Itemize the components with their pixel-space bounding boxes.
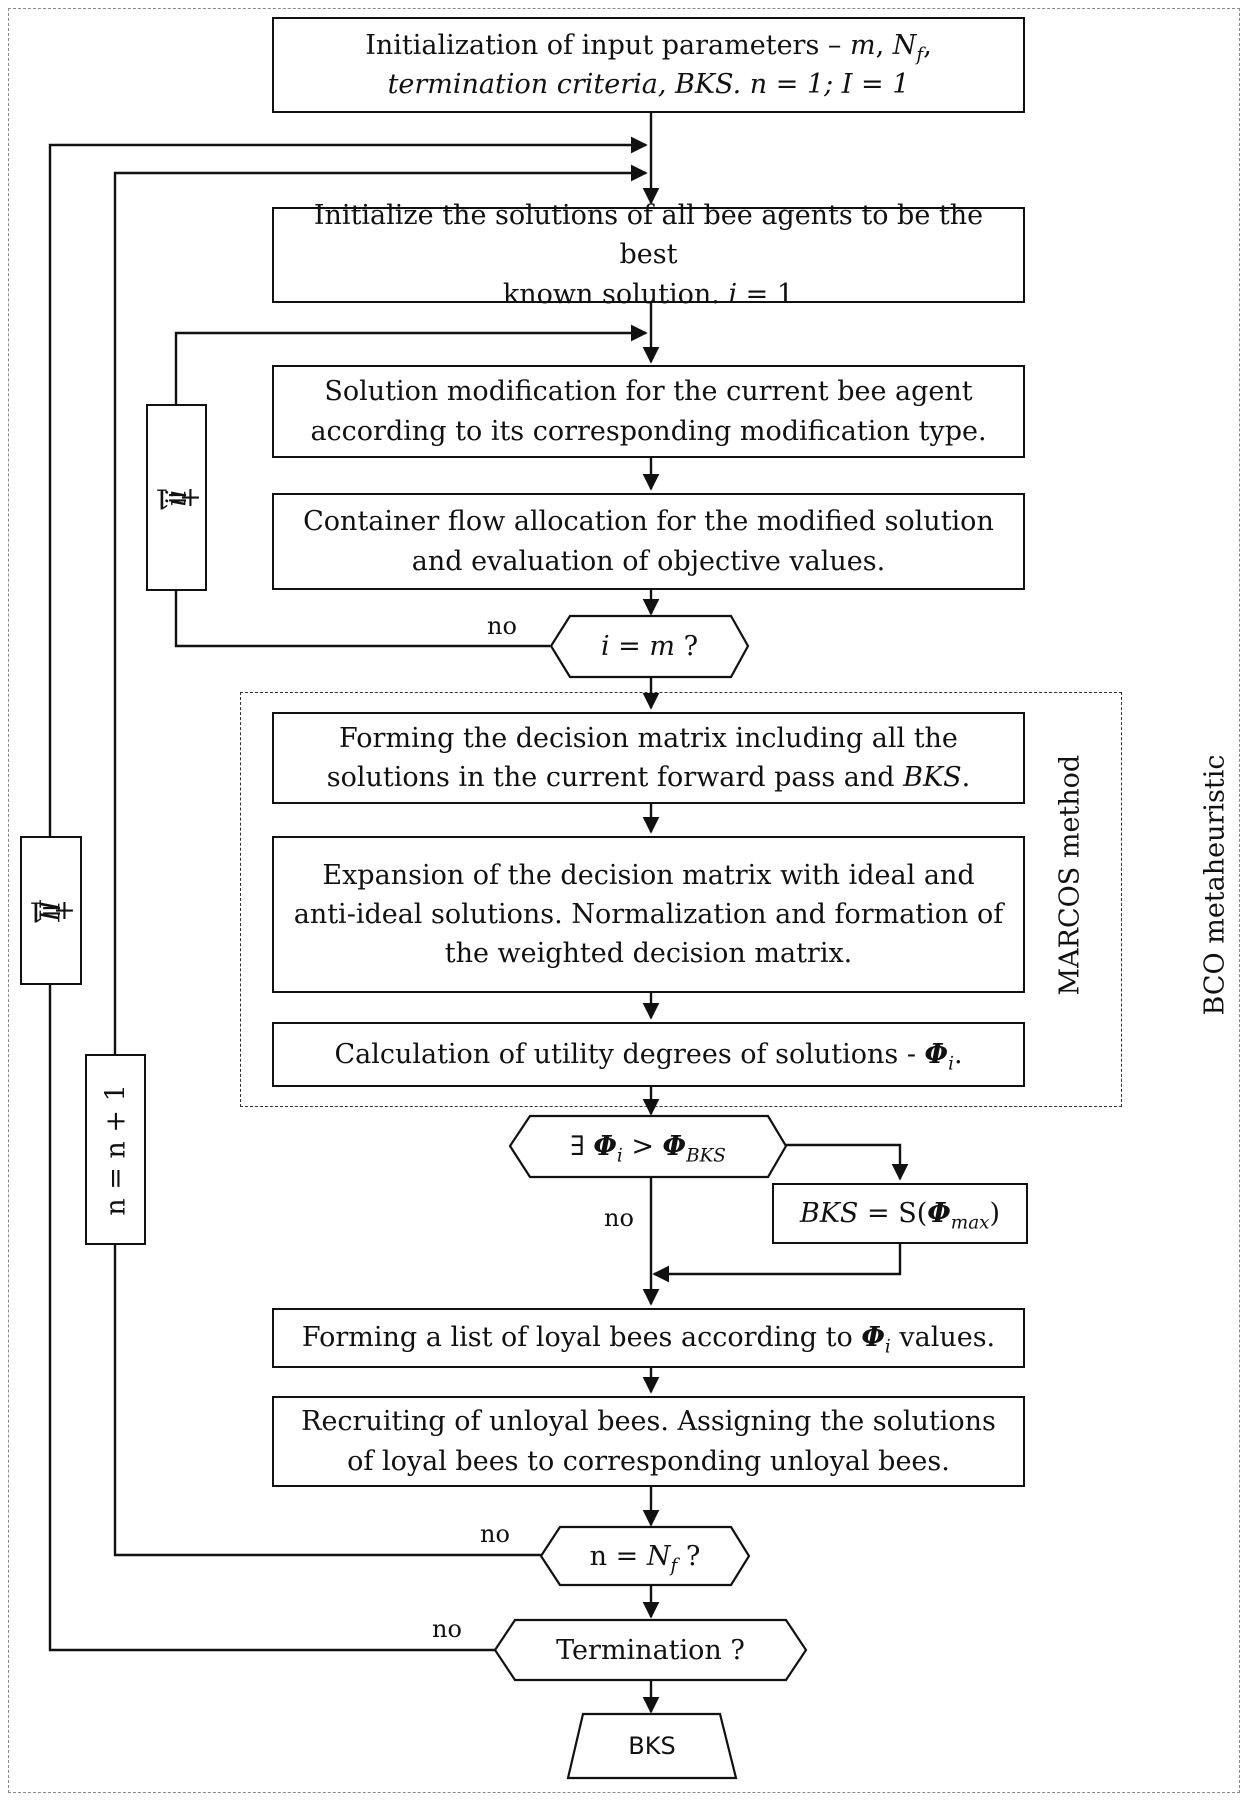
initialize-solutions-box: Initialize the solutions of all bee agen… — [272, 200, 1025, 310]
arrow-dec2-bks — [786, 1143, 909, 1181]
marcos-frame — [240, 692, 1122, 1107]
no-label-n: no — [480, 1520, 510, 1548]
loyal-bees-list-box: Forming a list of loyal bees according t… — [272, 1308, 1025, 1368]
outer-frame — [8, 8, 1240, 1793]
no-label-i: no — [487, 612, 517, 640]
no-label-termination: no — [432, 1615, 462, 1643]
loop-n-upper — [113, 164, 648, 1054]
terminal-bks-shape — [566, 1712, 738, 1780]
loop-n-lower — [113, 1245, 541, 1557]
decision-i-eq-m-shape — [549, 614, 750, 679]
no-label-phi: no — [604, 1204, 634, 1232]
decision-termination-shape — [493, 1618, 808, 1682]
recruiting-unloyal-bees-box: Recruiting of unloyal bees. Assigning th… — [272, 1396, 1025, 1487]
I-increment-box: I = I + 1 — [20, 836, 82, 985]
loop-I-upper — [48, 136, 648, 836]
loop-i-upper — [174, 324, 648, 404]
terminal-bks: BKS — [628, 1732, 676, 1760]
decision-phi-shape — [508, 1114, 788, 1179]
bco-metaheuristic-label: BCO metaheuristic — [1199, 754, 1231, 1016]
decision-i-eq-m: i = m ? — [600, 631, 699, 662]
container-flow-box: Container flow allocation for the modifi… — [272, 493, 1025, 590]
i-increment-box: i = i + 1 — [146, 404, 207, 591]
utility-degrees-box: Calculation of utility degrees of soluti… — [272, 1022, 1025, 1087]
arrow-bks-main — [652, 1244, 902, 1283]
bks-update-box: BKS = S(Φmax) — [772, 1183, 1028, 1244]
marcos-method-label: MARCOS method — [1054, 754, 1086, 996]
loop-i-lower — [174, 591, 550, 648]
solution-modification-box: Solution modification for the current be… — [272, 365, 1025, 458]
loop-I-lower — [48, 985, 495, 1652]
init-parameters-box: Initialization of input parameters – m, … — [272, 17, 1025, 113]
decision-termination: Termination ? — [556, 1634, 745, 1666]
n-increment-box: n = n + 1 — [85, 1054, 146, 1245]
decision-n-eq-nf-shape — [539, 1525, 751, 1587]
forming-decision-matrix-box: Forming the decision matrix including al… — [272, 712, 1025, 804]
expansion-decision-matrix-box: Expansion of the decision matrix with id… — [272, 836, 1025, 993]
decision-phi-gt-bks: ∃ Φi > ΦBKS — [570, 1131, 726, 1167]
decision-n-eq-nf: n = Nf ? — [589, 1540, 701, 1576]
